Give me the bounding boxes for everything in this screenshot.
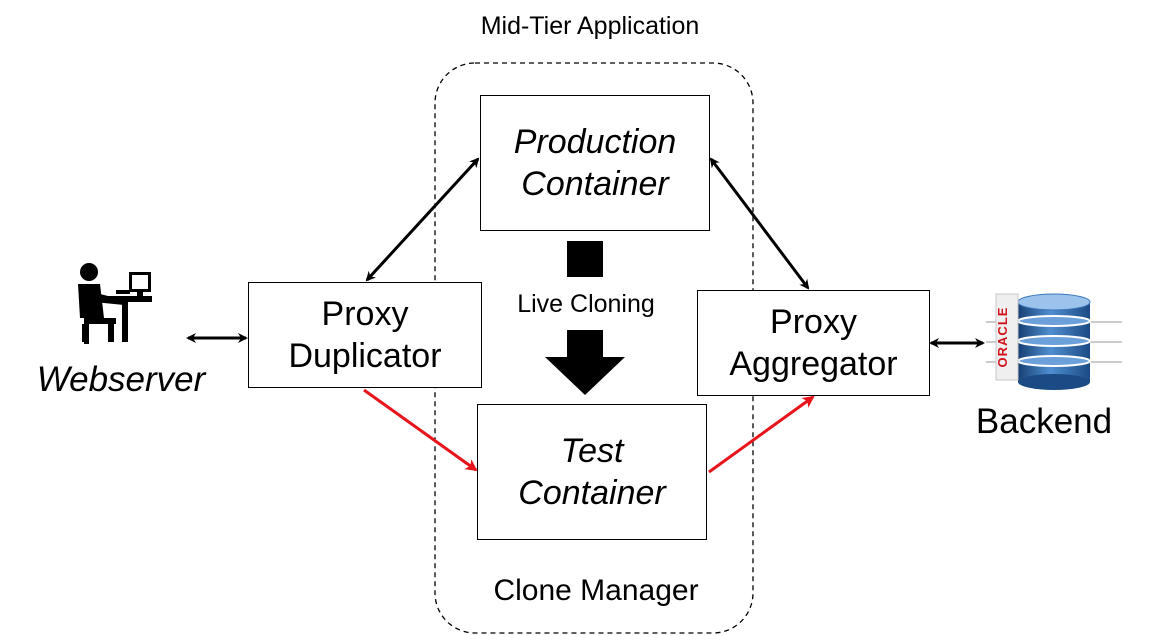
production-container-box: Production Container (480, 95, 710, 231)
arrow-production-aggregator (709, 157, 810, 290)
proxy-aggregator-line2: Aggregator (729, 345, 898, 383)
backend-label: Backend (975, 402, 1113, 441)
live-cloning-arrow (545, 330, 625, 395)
mid-tier-title: Mid-Tier Application (480, 12, 700, 40)
live-cloning-square (567, 241, 603, 277)
arrow-duplicator-production (365, 157, 480, 282)
clone-manager-label: Clone Manager (493, 574, 699, 607)
production-container-line1: Production (513, 123, 677, 161)
arrow-duplicator-test (363, 388, 478, 472)
user-at-computer-icon (78, 263, 152, 344)
webserver-label: Webserver (36, 360, 206, 399)
test-container-line2: Container (518, 474, 666, 512)
database-icon: ORACLE (986, 293, 1122, 390)
proxy-duplicator-line1: Proxy (321, 295, 409, 333)
oracle-logo: ORACLE (995, 307, 1010, 368)
live-cloning-label: Live Cloning (517, 290, 655, 318)
proxy-duplicator-line2: Duplicator (288, 337, 442, 375)
production-container-line2: Container (521, 165, 669, 203)
arrow-test-aggregator (708, 395, 815, 474)
proxy-aggregator-line1: Proxy (770, 303, 857, 341)
proxy-duplicator-box: Proxy Duplicator (248, 282, 482, 388)
test-container-box: Test Container (477, 404, 707, 540)
test-container-line1: Test (560, 432, 624, 470)
proxy-aggregator-box: Proxy Aggregator (697, 290, 930, 396)
